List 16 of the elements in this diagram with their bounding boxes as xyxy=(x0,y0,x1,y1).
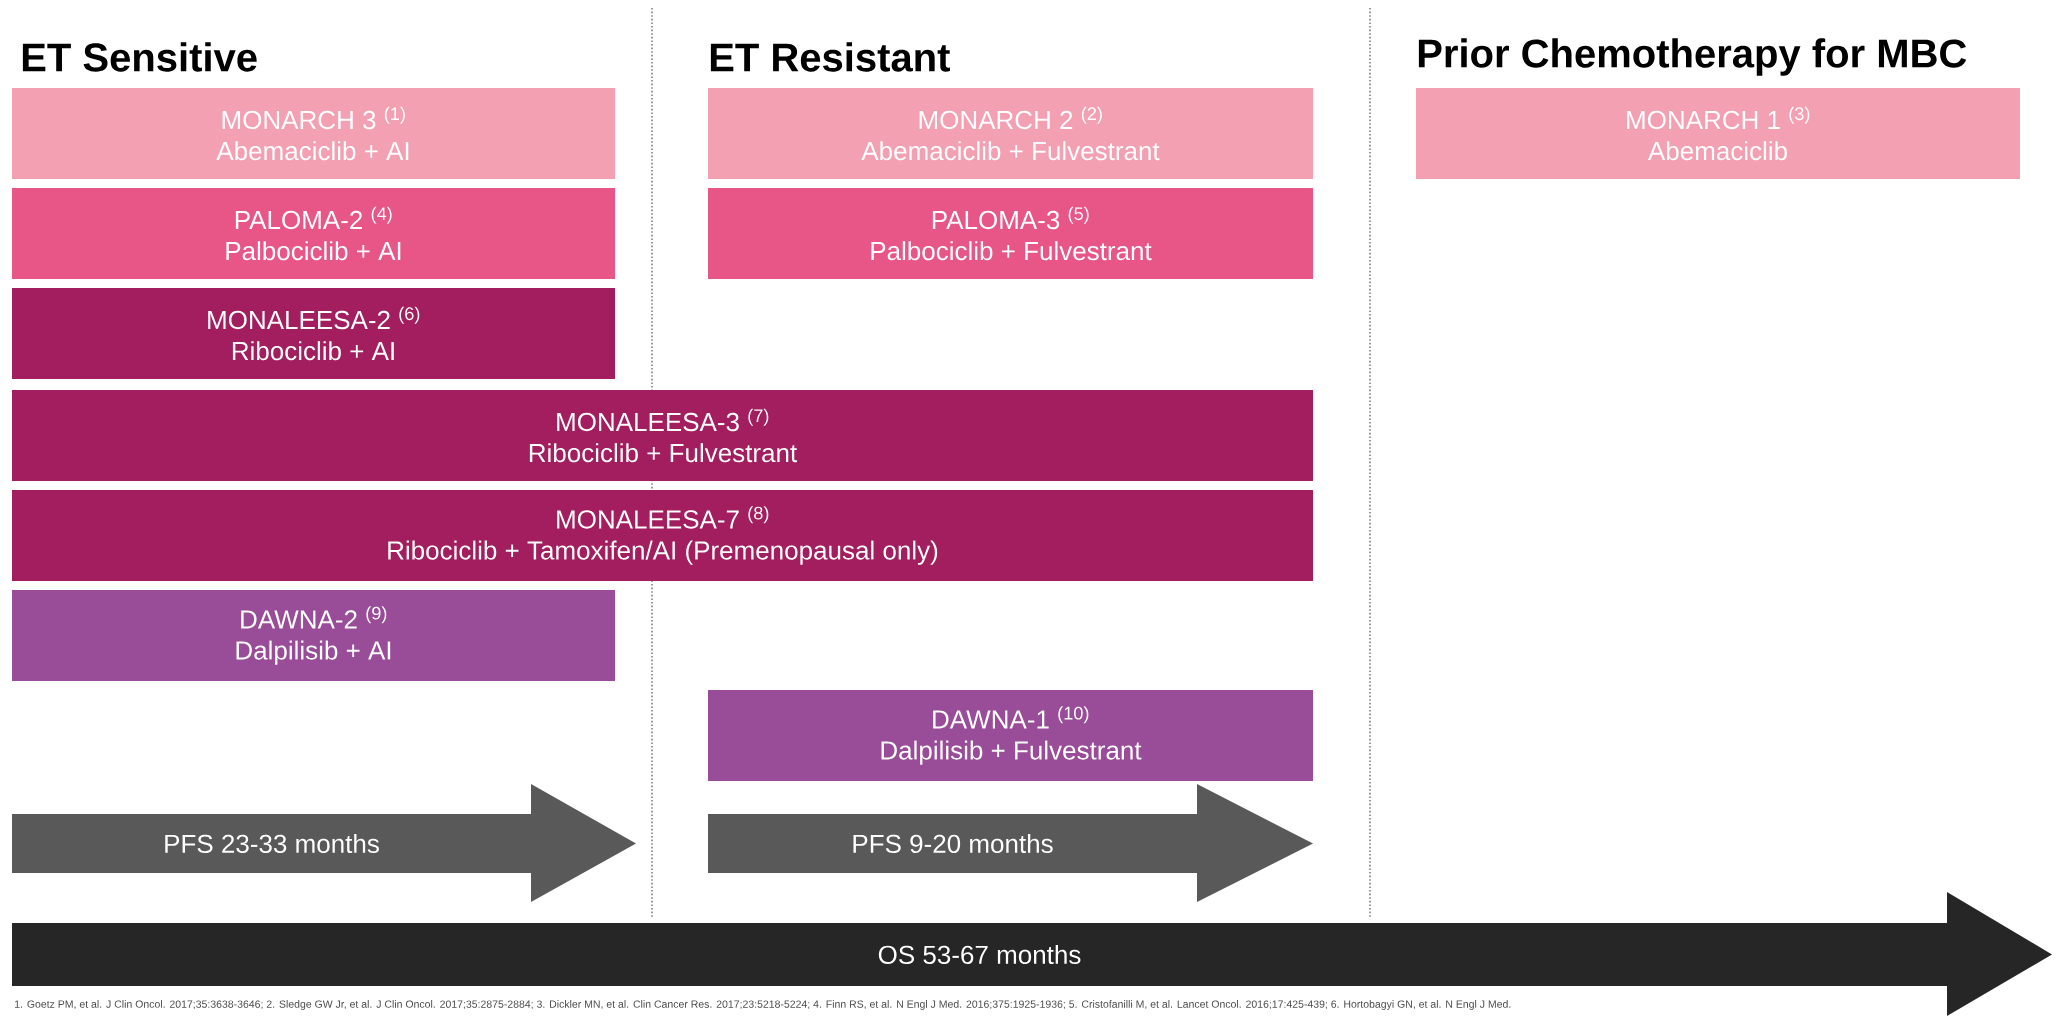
column-heading: ET Sensitive xyxy=(22,42,257,72)
column-heading: Prior Chemotherapy for MBC xyxy=(1418,38,1967,76)
trial-box: MONARCH 3 $^{(1)}$ Abemaciclib + AI xyxy=(12,88,615,179)
reference-note: 1. Goetz PM, et al. J Clin Oncol. 2017;35:3638-3646; 2. Sledge GW Jr, et al. J Clin Oncol. 2017;35:2875-2884; 3. Dickler MN, et al. Clin Cancer Res. 2017;23:5218-5224; 4. Finn RS, et al. N Engl J Med. 2016;375:1925-1936; 5. Cristofanilli M, et al. Lancet Oncol. 2016;17:425-439; 6. Hortobagyi GN, et al. N Engl J Med. xyxy=(15,1000,1511,1010)
trial-box: DAWNA-2 $^{(9)}$ Dalpilisib + AI xyxy=(12,590,615,681)
trial-box: MONALEESA-7 $^{(8)}$ Ribociclib + Tamoxifen/AI (Premenopausal only) xyxy=(12,490,1313,581)
trial-box: MONARCH 1 $^{(3)}$ Abemaciclib xyxy=(1416,88,2020,179)
column-heading: ET Resistant xyxy=(710,42,950,72)
trial-box: PALOMA-3 $^{(5)}$ Palbociclib + Fulvestrant xyxy=(708,188,1313,279)
trial-box: DAWNA-1 $^{(10)}$ Dalpilisib + Fulvestrant xyxy=(708,690,1313,781)
trial-box: MONALEESA-2 $^{(6)}$ Ribociclib + AI xyxy=(12,288,615,379)
timeline-bar: PFS 9-20 months xyxy=(708,784,1313,902)
timeline-bar: PFS 23-33 months xyxy=(12,784,636,902)
trial-box: PALOMA-2 $^{(4)}$ Palbociclib + AI xyxy=(12,188,615,279)
trial-box: MONARCH 2 $^{(2)}$ Abemaciclib + Fulvestrant xyxy=(708,88,1313,179)
trial-box: MONALEESA-3 $^{(7)}$ Ribociclib + Fulvestrant xyxy=(12,390,1313,481)
